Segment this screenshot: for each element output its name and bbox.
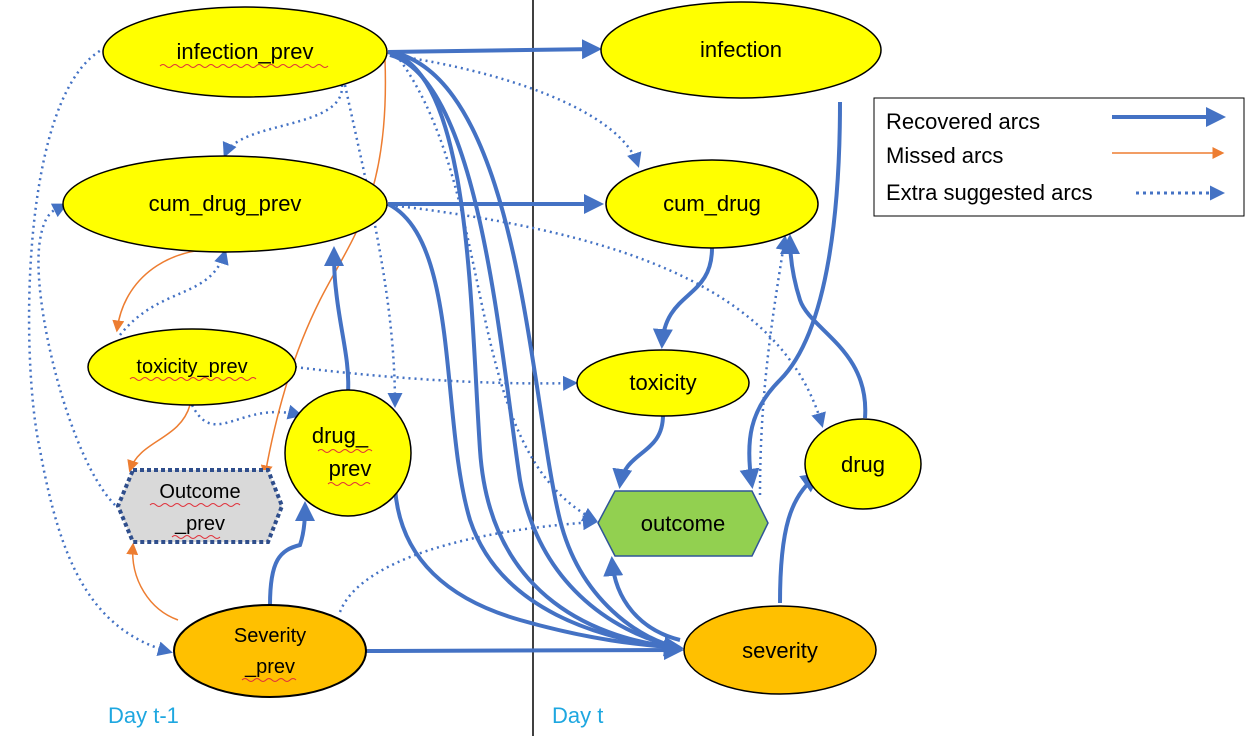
node-outcome-prev-label-1: Outcome	[159, 481, 240, 503]
arc-rec-severity-outcome	[603, 556, 681, 642]
arc-rec-infprev-severity-3	[391, 50, 681, 650]
legend-extra-label: Extra suggested arcs	[886, 180, 1093, 205]
node-drug-prev: drug_ prev	[284, 389, 412, 517]
node-infection-prev: infection_prev	[102, 6, 388, 98]
arc-rec-infprev-severity-1	[387, 50, 684, 657]
node-outcome: outcome	[597, 490, 769, 557]
arc-extra-toxprev-drugprev	[190, 404, 303, 426]
arc-extra-outcome-cumdrug	[758, 235, 791, 496]
legend: Recovered arcs Missed arcs Extra suggest…	[873, 97, 1245, 217]
arc-missed-cumdrugprev-toxprev	[112, 248, 226, 333]
node-severity-prev: Severity _prev	[173, 604, 367, 698]
arc-extra-infprev-drugprev	[343, 84, 403, 408]
arc-rec-infprev-severity-2	[389, 53, 681, 650]
node-toxicity-label: toxicity	[629, 370, 696, 395]
node-drug-prev-label-2: prev	[329, 456, 372, 481]
arc-rec-toxicity-outcome	[612, 414, 665, 489]
arc-rec-severity-drug	[778, 472, 822, 604]
node-severity-prev-label-2: _prev	[244, 656, 295, 678]
legend-recovered-label: Recovered arcs	[886, 109, 1040, 134]
legend-missed-label: Missed arcs	[886, 143, 1003, 168]
arc-missed-sevprev-outcomeprev	[126, 542, 179, 621]
node-outcome-prev-label-2: _prev	[174, 513, 225, 535]
arc-rec-cumdrug-toxicity	[652, 247, 714, 349]
arc-rec-drugprev-severity	[393, 487, 681, 650]
node-outcome-label: outcome	[641, 511, 725, 536]
day-label-right: Day t	[552, 703, 603, 728]
node-severity-prev-label-1: Severity	[234, 625, 306, 647]
day-label-left: Day t-1	[108, 703, 179, 728]
arc-rec-infection-outcome	[739, 101, 842, 489]
node-toxicity: toxicity	[576, 349, 750, 417]
node-severity-label: severity	[742, 638, 818, 663]
arc-missed-toxprev-outcomeprev	[127, 404, 191, 473]
node-toxicity-prev-label: toxicity_prev	[136, 356, 247, 378]
arc-rec-sevprev-drugprev	[268, 501, 315, 606]
node-cum-drug-prev-label: cum_drug_prev	[149, 191, 302, 216]
arc-extra-toxprev-toxicity	[294, 365, 578, 391]
node-cum-drug-prev: cum_drug_prev	[62, 155, 388, 253]
node-infection: infection	[600, 1, 882, 99]
node-drug: drug	[804, 418, 922, 510]
arc-rec-drug-cumdrug	[780, 234, 868, 419]
extra-arcs	[27, 46, 826, 657]
node-infection-label: infection	[700, 37, 782, 62]
node-outcome-prev: Outcome _prev	[115, 468, 285, 544]
arc-rec-sevprev-severity	[365, 640, 684, 661]
node-cum-drug-label: cum_drug	[663, 191, 761, 216]
arc-extra-cumdrugprev-drug	[389, 203, 826, 428]
node-toxicity-prev: toxicity_prev	[87, 328, 297, 406]
recovered-arcs	[268, 39, 868, 661]
node-severity: severity	[683, 605, 877, 695]
node-cum-drug: cum_drug	[605, 159, 819, 249]
arc-rec-cumdrugprev-severity	[387, 202, 681, 650]
node-infection-prev-label: infection_prev	[177, 39, 314, 64]
arc-extra-toxprev-cumdrugprev	[119, 249, 229, 336]
node-drug-prev-label-1: drug_	[312, 423, 369, 448]
arc-extra-infprev-cumdrug	[389, 53, 642, 168]
node-drug-label: drug	[841, 452, 885, 477]
arc-extra-infprev-outcome	[398, 59, 598, 522]
arc-rec-infprev-infection	[387, 39, 602, 60]
arc-missed-infprev-outcomeprev	[260, 59, 387, 478]
arc-extra-infprev-sevprev	[27, 46, 173, 657]
arc-rec-drugprev-cumdrugprev	[324, 246, 351, 394]
